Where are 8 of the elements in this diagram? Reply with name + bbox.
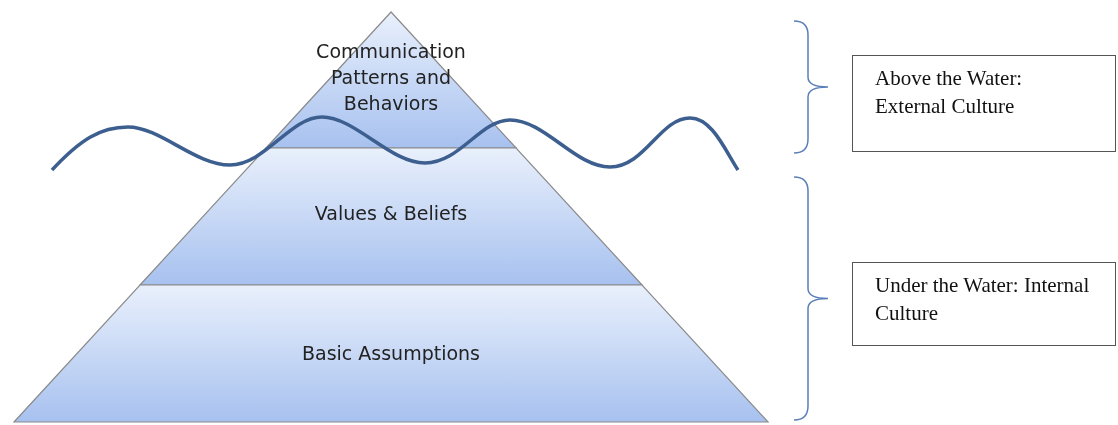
pyramid-band xyxy=(14,285,768,422)
band-label: Basic Assumptions xyxy=(300,341,481,366)
band-label: Values & Beliefs xyxy=(313,201,469,226)
text-box: Above the Water: External Culture xyxy=(852,55,1116,152)
band-label: Communication Patterns and Behaviors xyxy=(315,39,467,116)
text-box: Under the Water: Internal Culture xyxy=(852,262,1116,346)
pyramid-tip xyxy=(265,12,517,148)
pyramid-band xyxy=(139,148,642,285)
